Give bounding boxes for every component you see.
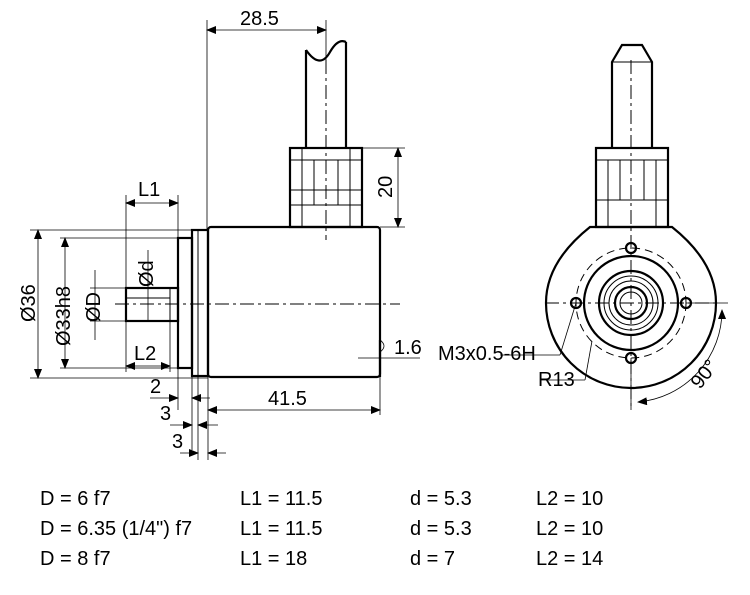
cell-L1: L1 = 11.5 bbox=[240, 518, 322, 540]
dim-pilot-diameter: Ø33h8 bbox=[53, 286, 75, 346]
cell-d: d = 7 bbox=[410, 548, 455, 570]
cell-L1: L1 = 18 bbox=[240, 548, 307, 570]
cell-d: d = 5.3 bbox=[410, 488, 472, 510]
dim-l2: L2 bbox=[134, 343, 156, 365]
dim-shaft-diameter: ØD bbox=[83, 292, 105, 322]
dim-body-offset: 1.6 bbox=[394, 337, 422, 359]
front-body-outline bbox=[544, 225, 718, 390]
dim-cable-offset: 28.5 bbox=[240, 8, 279, 30]
front-gland bbox=[594, 146, 670, 229]
table-row: D = 6 f7 L1 = 11.5 d = 5.3 L2 = 10 bbox=[40, 488, 603, 510]
cable bbox=[304, 40, 348, 240]
table-row: D = 6.35 (1/4") f7 L1 = 11.5 d = 5.3 L2 … bbox=[40, 518, 603, 540]
pilot-circle bbox=[582, 254, 680, 352]
hole-left bbox=[569, 296, 583, 310]
bearing-outer bbox=[597, 269, 665, 337]
cell-L2: L2 = 10 bbox=[536, 518, 603, 540]
dim-outer-diameter: Ø36 bbox=[18, 284, 40, 322]
cell-D: D = 8 f7 bbox=[40, 548, 111, 570]
shaft bbox=[124, 286, 180, 323]
variants-table: D = 6 f7 L1 = 11.5 d = 5.3 L2 = 10 D = 6… bbox=[40, 488, 603, 570]
dim-flange-3a: 3 bbox=[160, 403, 171, 425]
dim-flat-diameter: Ød bbox=[136, 260, 158, 287]
label-thread: M3x0.5-6H bbox=[438, 343, 536, 365]
dim-body-length: 41.5 bbox=[268, 388, 307, 410]
dim-flange-2: 2 bbox=[150, 376, 161, 398]
cell-L2: L2 = 10 bbox=[536, 488, 603, 510]
dim-l1: L1 bbox=[138, 179, 160, 201]
cell-d: d = 5.3 bbox=[410, 518, 472, 540]
dim-gland-height: 20 bbox=[375, 176, 397, 198]
shaft-circle bbox=[613, 285, 649, 321]
cell-L2: L2 = 14 bbox=[536, 548, 603, 570]
cell-D: D = 6.35 (1/4") f7 bbox=[40, 518, 192, 540]
dim-flange-3b: 3 bbox=[172, 431, 183, 453]
cell-L1: L1 = 11.5 bbox=[240, 488, 322, 510]
table-row: D = 8 f7 L1 = 18 d = 7 L2 = 14 bbox=[40, 548, 603, 570]
side-view: 28.5 20 L1 Ød ØD Ø33h8 Ø36 L2 bbox=[18, 8, 422, 460]
cell-D: D = 6 f7 bbox=[40, 488, 111, 510]
pilot bbox=[176, 236, 194, 370]
encoder-body bbox=[206, 225, 382, 379]
flange bbox=[190, 228, 210, 378]
hole-top bbox=[624, 241, 638, 255]
front-cable bbox=[610, 43, 654, 148]
label-bolt-radius: R13 bbox=[538, 369, 575, 391]
front-view: M3x0.5-6H R13 90° bbox=[438, 43, 728, 410]
angle-arc bbox=[637, 309, 727, 406]
